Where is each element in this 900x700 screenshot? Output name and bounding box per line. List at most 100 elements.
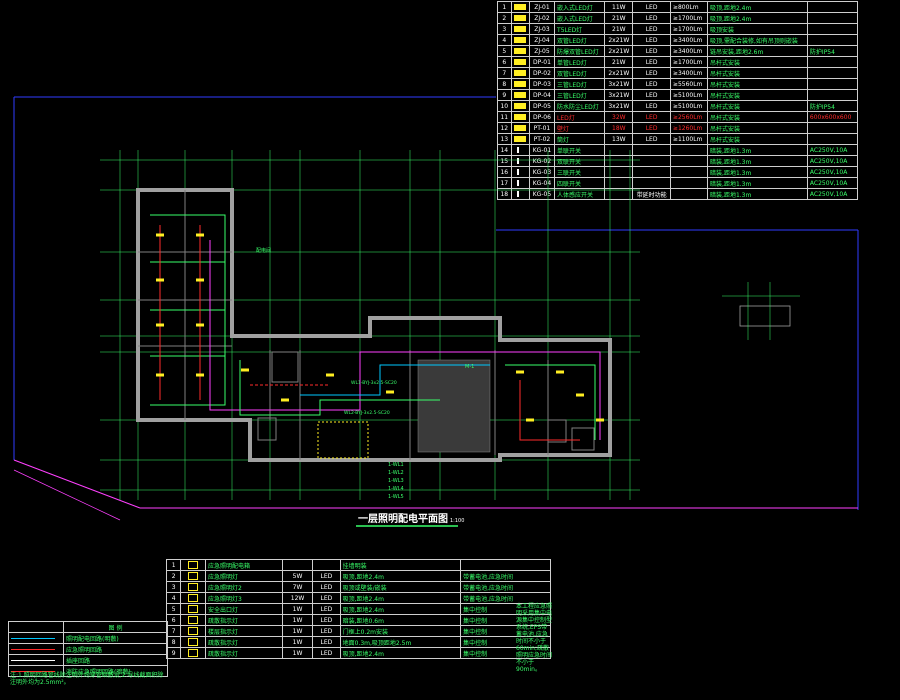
interior-walls (138, 190, 595, 460)
frame-line (13, 469, 121, 521)
fixture-name: 人体感应开关 (554, 188, 606, 200)
legend-note: 注:1.照明回路管线除注明外均穿管暗敷设,2.导线截面积除注明外均为2.5mm²… (10, 672, 164, 686)
emergency-power (281, 559, 314, 571)
fixture-symbol-icon (510, 188, 530, 200)
light-fixture-icon (156, 278, 164, 282)
light-fixture-icon (196, 278, 204, 282)
line-legend: 图 例 照明配电回路(明敷)应急照明回路插座回路消防应急照明回路(暗敷) (8, 621, 168, 677)
light-fixture-icon (386, 390, 394, 394)
emergency-install: 暗装,距地0.6m (339, 614, 462, 626)
wiring (150, 214, 601, 441)
emergency-n: 7 (165, 625, 182, 637)
legend-line-swatch (8, 654, 64, 666)
emergency-n: 5 (165, 603, 182, 615)
emergency-symbol-icon (180, 647, 206, 659)
fixture-power (604, 188, 634, 200)
emergency-install: 吸顶,距地2.4m (339, 570, 462, 582)
emergency-power: 1W (281, 647, 314, 659)
emergency-n: 2 (165, 570, 182, 582)
light-fixture-icon (156, 373, 164, 377)
emergency-name: 楼层指示灯 (204, 625, 283, 637)
room-label-a: 配电间 (256, 247, 271, 254)
emergency-note: 带蓄电池,应急时间 (460, 570, 551, 582)
emergency-power: 7W (281, 581, 314, 593)
emergency-symbol-icon (180, 559, 206, 571)
emergency-install: 吸顶,距地2.4m (339, 647, 462, 659)
emergency-source: LED (312, 581, 341, 593)
stair-core (317, 359, 491, 459)
emergency-note (460, 559, 551, 571)
light-fixture-icon (196, 233, 204, 237)
emergency-install: 挂墙明装 (339, 559, 462, 571)
legend-line-swatch (8, 643, 64, 655)
emergency-source: LED (312, 625, 341, 637)
emergency-source: LED (312, 603, 341, 615)
emergency-note: 带蓄电池,应急时间 (460, 581, 551, 593)
light-fixture-icon (196, 373, 204, 377)
legend-row: 插座回路 (8, 654, 168, 666)
light-fixture-icon (326, 373, 334, 377)
light-fixture-icon (241, 368, 249, 372)
emergency-name: 应急照明灯3 (204, 592, 283, 604)
building-walls (136, 188, 612, 462)
emergency-power: 1W (281, 636, 314, 648)
emergency-install: 门框上0.2m安装 (339, 625, 462, 637)
emergency-name: 应急照明配电箱 (204, 559, 283, 571)
emergency-n: 8 (165, 636, 182, 648)
fixture-note: AC250V,10A (806, 188, 859, 200)
emergency-symbol-icon (180, 581, 206, 593)
circuit-label: 1-WL1 (388, 462, 404, 468)
light-fixture-icon (526, 418, 534, 422)
light-fixture-icon (156, 233, 164, 237)
light-fixture-icon (516, 370, 524, 374)
legend-label: 应急照明回路 (63, 643, 168, 655)
light-fixture-icon (156, 323, 164, 327)
emergency-source: LED (312, 592, 341, 604)
emergency-install: 吸顶,距地2.4m (339, 592, 462, 604)
light-fixture-icon (196, 323, 204, 327)
circuit-label: 1-WL5 (388, 494, 404, 500)
emergency-install: 地面0.3m,吸顶距地2.5m (339, 636, 462, 648)
emergency-note: 带蓄电池,应急时间 (460, 592, 551, 604)
light-fixtures (156, 233, 604, 422)
drawing-title: 一层照明配电平面图 (358, 512, 448, 525)
emergency-name: 应急照明灯2 (204, 581, 283, 593)
emergency-source: LED (312, 647, 341, 659)
emergency-power: 1W (281, 625, 314, 637)
emergency-name: 应急照明灯 (204, 570, 283, 582)
emergency-n: 9 (165, 647, 182, 659)
emergency-install: 吸顶,距地2.4m (339, 603, 462, 615)
emergency-install: 吸顶或壁装/嵌装 (339, 581, 462, 593)
legend-label: 消防应急照明回路(暗敷) (63, 665, 168, 677)
light-fixture-icon (281, 398, 289, 402)
emergency-name: 疏散指示灯 (204, 636, 283, 648)
emergency-n: 1 (165, 559, 182, 571)
emergency-note: 集中控制 (460, 647, 551, 659)
emergency-source: LED (312, 636, 341, 648)
legend-row: 照明配电回路(明敷) (8, 632, 168, 644)
legend-header: 图 例 (63, 621, 168, 633)
fixture-flux (669, 188, 709, 200)
emergency-name: 疏散指示灯 (204, 647, 283, 659)
legend-line-swatch (8, 632, 64, 644)
emergency-power: 1W (281, 614, 314, 626)
emergency-power: 12W (281, 592, 314, 604)
emergency-source: LED (312, 570, 341, 582)
